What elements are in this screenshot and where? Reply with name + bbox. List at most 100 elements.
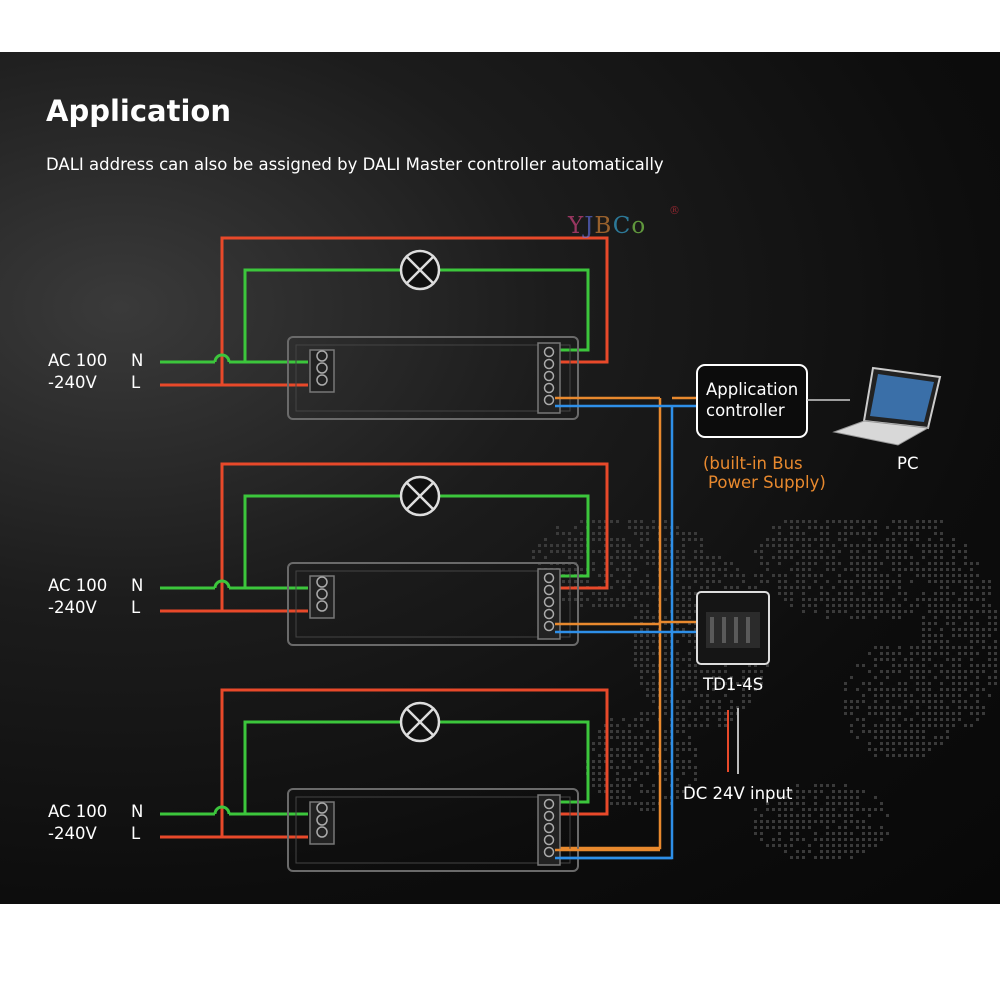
map-dot: [760, 550, 763, 553]
map-dot: [598, 736, 601, 739]
map-dot: [850, 730, 853, 733]
map-dot: [778, 574, 781, 577]
map-dot: [688, 616, 691, 619]
logo-letter: o: [631, 213, 647, 239]
map-dot: [676, 712, 679, 715]
ac-range-label-2: -240V: [48, 598, 97, 617]
map-dot: [916, 574, 919, 577]
map-dot: [898, 520, 901, 523]
map-dot: [538, 550, 541, 553]
neutral-wire-lamp-3: [243, 720, 400, 814]
map-dot: [676, 754, 679, 757]
map-dot: [934, 652, 937, 655]
map-dot: [754, 670, 757, 673]
map-dot: [694, 676, 697, 679]
map-dot: [556, 544, 559, 547]
map-dot: [856, 718, 859, 721]
map-dot: [742, 670, 745, 673]
map-dot: [580, 604, 583, 607]
map-dot: [922, 718, 925, 721]
map-dot: [916, 670, 919, 673]
map-dot: [610, 748, 613, 751]
map-dot: [634, 718, 637, 721]
map-dot: [628, 736, 631, 739]
map-dot: [928, 568, 931, 571]
map-dot: [742, 694, 745, 697]
map-dot: [934, 694, 937, 697]
map-dot: [952, 562, 955, 565]
map-dot: [664, 772, 667, 775]
map-dot: [862, 574, 865, 577]
map-dot: [646, 610, 649, 613]
map-dot: [940, 712, 943, 715]
map-dot: [856, 736, 859, 739]
map-dot: [946, 622, 949, 625]
map-dot: [694, 712, 697, 715]
application-controller-box: [696, 364, 808, 438]
map-dot: [652, 550, 655, 553]
map-dot: [856, 568, 859, 571]
map-dot: [808, 568, 811, 571]
map-dot: [922, 682, 925, 685]
map-dot: [868, 712, 871, 715]
map-dot: [850, 856, 853, 859]
map-dot: [718, 682, 721, 685]
map-dot: [958, 664, 961, 667]
map-dot: [772, 808, 775, 811]
map-dot: [844, 844, 847, 847]
map-dot: [790, 526, 793, 529]
map-dot: [850, 832, 853, 835]
map-dot: [676, 574, 679, 577]
map-dot: [766, 580, 769, 583]
map-dot: [802, 598, 805, 601]
map-dot: [832, 832, 835, 835]
map-dot: [640, 790, 643, 793]
map-dot: [784, 844, 787, 847]
terminal-screw: [543, 608, 555, 620]
map-dot: [544, 538, 547, 541]
map-dot: [802, 550, 805, 553]
map-dot: [826, 850, 829, 853]
map-dot: [928, 574, 931, 577]
map-dot: [790, 550, 793, 553]
map-dot: [568, 568, 571, 571]
map-dot: [688, 724, 691, 727]
map-dot: [898, 652, 901, 655]
map-dot: [652, 784, 655, 787]
map-dot: [934, 622, 937, 625]
map-dot: [652, 802, 655, 805]
map-dot: [724, 724, 727, 727]
map-dot: [634, 772, 637, 775]
map-dot: [676, 778, 679, 781]
map-dot: [826, 610, 829, 613]
map-dot: [688, 640, 691, 643]
map-dot: [898, 586, 901, 589]
map-dot: [706, 724, 709, 727]
map-dot: [598, 730, 601, 733]
map-dot: [946, 610, 949, 613]
map-dot: [826, 844, 829, 847]
map-dot: [934, 616, 937, 619]
map-dot: [646, 772, 649, 775]
map-dot: [850, 850, 853, 853]
map-dot: [682, 556, 685, 559]
map-dot: [664, 586, 667, 589]
map-dot: [592, 568, 595, 571]
map-dot: [880, 646, 883, 649]
map-dot: [862, 616, 865, 619]
wire-crossover-2: [213, 579, 231, 589]
map-dot: [904, 658, 907, 661]
map-dot: [580, 532, 583, 535]
map-dot: [724, 568, 727, 571]
map-dot: [994, 610, 997, 613]
map-dot: [910, 664, 913, 667]
map-dot: [706, 712, 709, 715]
map-dot: [820, 586, 823, 589]
map-dot: [640, 640, 643, 643]
map-dot: [820, 820, 823, 823]
map-dot: [682, 706, 685, 709]
map-dot: [940, 742, 943, 745]
map-dot: [682, 700, 685, 703]
map-dot: [904, 550, 907, 553]
map-dot: [598, 550, 601, 553]
